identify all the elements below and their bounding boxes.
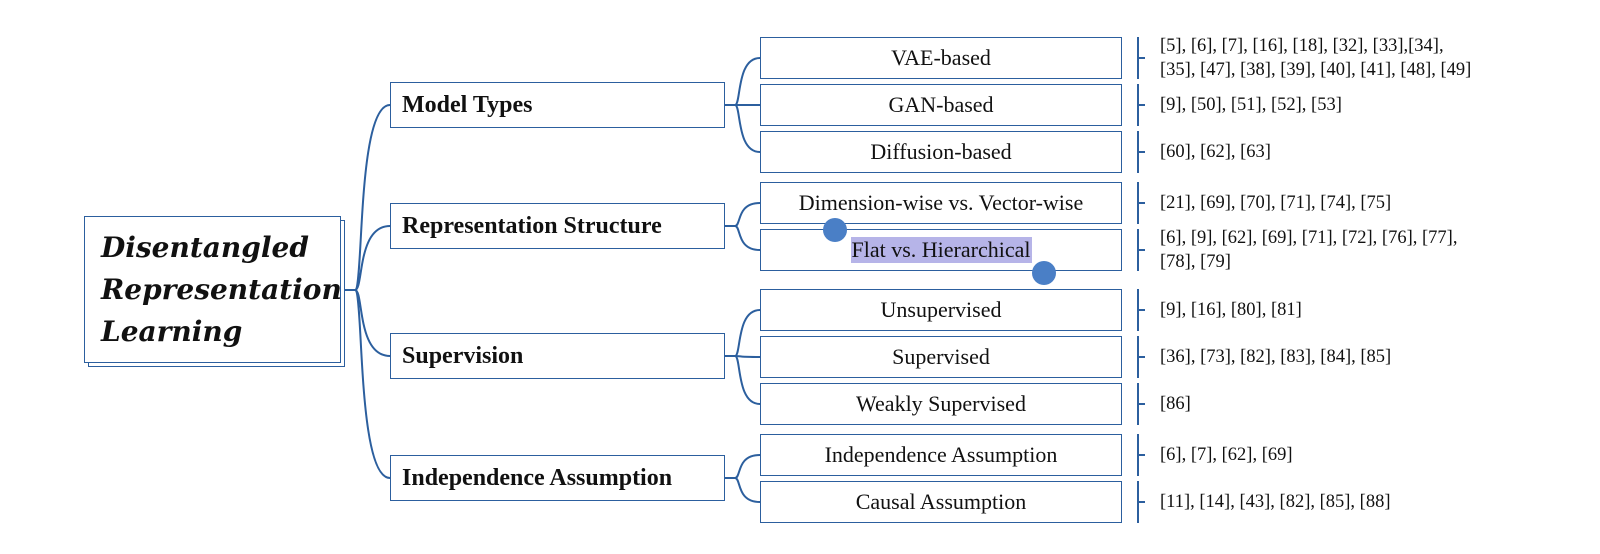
refs-line: [78], [79] xyxy=(1160,252,1231,272)
refs-unsupervised: [9], [16], [80], [81] xyxy=(1160,298,1590,322)
root-title-line-2: Representation xyxy=(101,273,342,306)
category-supervision: Supervision xyxy=(390,333,725,379)
leaf-flat-vs-hierarchical[interactable]: Flat vs. Hierarchical xyxy=(760,229,1122,271)
leaf-vae-based: VAE-based xyxy=(760,37,1122,79)
root-to-category-connector xyxy=(354,289,391,479)
refs-causal-assumption: [11], [14], [43], [82], [85], [88] xyxy=(1160,490,1590,514)
category-label: Model Types xyxy=(402,91,533,118)
refs-line: [86] xyxy=(1160,394,1191,414)
category-label: Supervision xyxy=(402,342,524,369)
refs-line: [9], [16], [80], [81] xyxy=(1160,300,1302,320)
category-to-leaf-connector xyxy=(734,202,761,227)
refs-diffusion-based: [60], [62], [63] xyxy=(1160,140,1590,164)
category-label: Representation Structure xyxy=(402,212,662,239)
leaf-label: Dimension-wise vs. Vector-wise xyxy=(798,190,1084,215)
leaf-label: VAE-based xyxy=(891,45,991,70)
root-title-line-3: Learning xyxy=(101,315,243,348)
leaf-label: Weakly Supervised xyxy=(856,391,1026,416)
category-to-leaf-connector xyxy=(734,454,761,479)
leaf-label: Independence Assumption xyxy=(824,442,1058,467)
category-label: Independence Assumption xyxy=(402,464,673,491)
category-to-leaf-connector xyxy=(734,355,761,405)
leaf-label: Unsupervised xyxy=(880,297,1002,322)
category-to-leaf-connector xyxy=(734,104,761,153)
leaf-label: Supervised xyxy=(892,344,990,369)
leaf-diffusion-based: Diffusion-based xyxy=(760,131,1122,173)
category-to-leaf-connector xyxy=(734,57,761,106)
category-to-leaf-connector xyxy=(734,309,761,357)
refs-line: [36], [73], [82], [83], [84], [85] xyxy=(1160,347,1392,367)
leaf-unsupervised: Unsupervised xyxy=(760,289,1122,331)
refs-supervised: [36], [73], [82], [83], [84], [85] xyxy=(1160,345,1590,369)
refs-line: [5], [6], [7], [16], [18], [32], [33],[3… xyxy=(1160,36,1444,56)
refs-line: [6], [7], [62], [69] xyxy=(1160,445,1293,465)
refs-line: [35], [47], [38], [39], [40], [41], [48]… xyxy=(1160,60,1472,80)
category-to-leaf-connector xyxy=(734,477,761,503)
selected-text[interactable]: Flat vs. Hierarchical xyxy=(850,237,1032,263)
root-to-category-connector xyxy=(354,104,391,291)
refs-line: [21], [69], [70], [71], [74], [75] xyxy=(1160,193,1392,213)
root-to-category-connector xyxy=(354,225,391,291)
leaf-label: Causal Assumption xyxy=(855,489,1027,514)
leaf-independence-assumption: Independence Assumption xyxy=(760,434,1122,476)
refs-flat-vs-hierarchical: [6], [9], [62], [69], [71], [72], [76], … xyxy=(1160,226,1590,274)
refs-line: [6], [9], [62], [69], [71], [72], [76], … xyxy=(1160,228,1458,248)
leaf-gan-based: GAN-based xyxy=(760,84,1122,126)
refs-dimension-vs-vector: [21], [69], [70], [71], [74], [75] xyxy=(1160,191,1590,215)
leaf-causal-assumption: Causal Assumption xyxy=(760,481,1122,523)
selection-start-handle[interactable] xyxy=(823,218,847,242)
refs-weakly-supervised: [86] xyxy=(1160,392,1590,416)
selection-end-handle[interactable] xyxy=(1032,261,1056,285)
refs-independence-assumption: [6], [7], [62], [69] xyxy=(1160,443,1590,467)
refs-vae-based: [5], [6], [7], [16], [18], [32], [33],[3… xyxy=(1160,34,1590,82)
refs-line: [60], [62], [63] xyxy=(1160,142,1271,162)
leaf-weakly-supervised: Weakly Supervised xyxy=(760,383,1122,425)
refs-gan-based: [9], [50], [51], [52], [53] xyxy=(1160,93,1590,117)
root-node: Disentangled Representation Learning xyxy=(84,216,342,363)
leaf-label: Diffusion-based xyxy=(870,139,1012,164)
category-representation-structure: Representation Structure xyxy=(390,203,725,249)
leaf-supervised: Supervised xyxy=(760,336,1122,378)
leaf-label: GAN-based xyxy=(888,92,994,117)
refs-line: [11], [14], [43], [82], [85], [88] xyxy=(1160,492,1391,512)
root-title-line-1: Disentangled xyxy=(101,231,309,264)
leaf-dimension-vs-vector: Dimension-wise vs. Vector-wise xyxy=(760,182,1122,224)
category-independence-assumption: Independence Assumption xyxy=(390,455,725,501)
refs-line: [9], [50], [51], [52], [53] xyxy=(1160,95,1342,115)
category-to-leaf-connector xyxy=(734,225,761,251)
category-to-leaf-connector xyxy=(734,355,761,358)
category-model-types: Model Types xyxy=(390,82,725,128)
